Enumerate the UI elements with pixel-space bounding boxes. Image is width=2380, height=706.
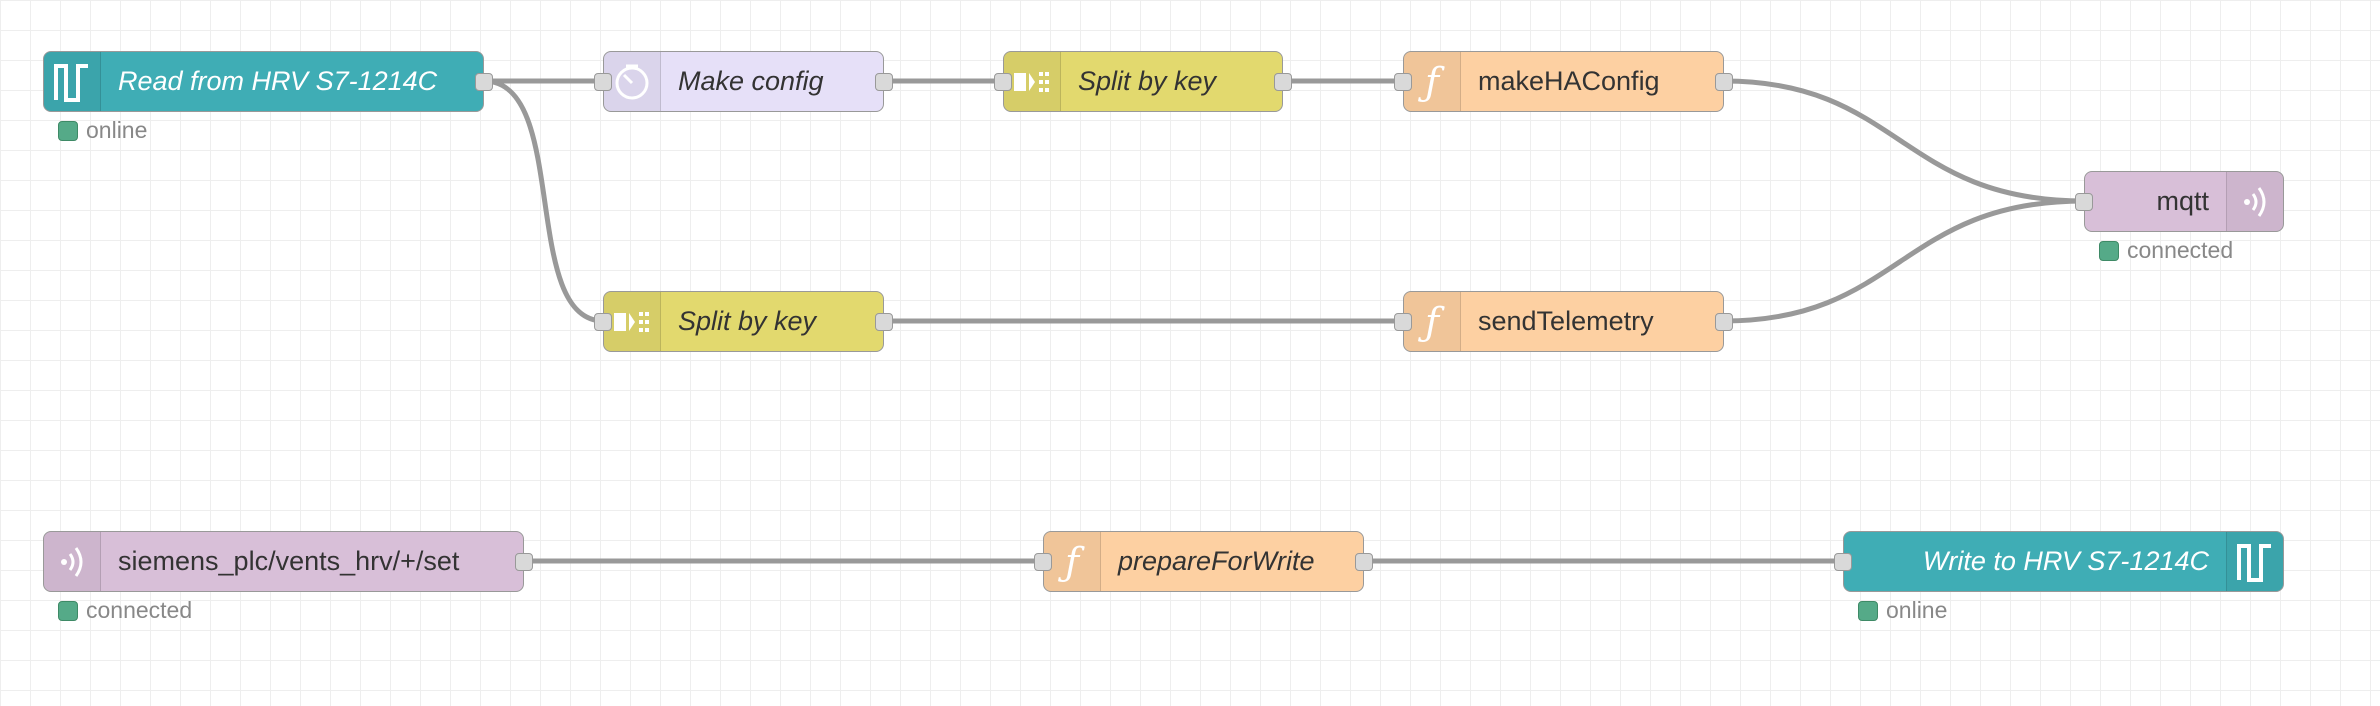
node-label: Split by key [1078, 66, 1217, 96]
input-port[interactable] [1034, 553, 1052, 571]
input-port[interactable] [2075, 193, 2093, 211]
node-label: prepareForWrite [1118, 546, 1315, 576]
status-dot [58, 120, 78, 141]
output-port[interactable] [515, 553, 533, 571]
mqtt-out-node[interactable]: mqtt [2075, 171, 2284, 232]
output-port[interactable] [875, 313, 893, 331]
status-text: connected [2127, 237, 2234, 263]
wire-read-to-split-bottom[interactable] [483, 78, 604, 324]
read-hrv-node[interactable]: Read from HRV S7-1214C [43, 51, 493, 112]
split-top-node[interactable]: Split by key [994, 51, 1292, 112]
status-text: online [1886, 597, 1948, 623]
status-dot [58, 600, 78, 621]
wire-makehaconfig-to-mqtt[interactable] [1723, 78, 2085, 204]
s7-plc-icon [44, 52, 101, 111]
svg-text:ƒ: ƒ [1058, 540, 1085, 584]
output-port[interactable] [475, 73, 493, 91]
sendtelemetry-node[interactable]: ƒ sendTelemetry [1394, 291, 1733, 352]
function-icon: ƒ [1404, 292, 1461, 351]
status-dot [1858, 600, 1878, 621]
node-label: Split by key [678, 306, 817, 336]
mqtt-in-node[interactable]: siemens_plc/vents_hrv/+/set [43, 531, 533, 592]
prepareforwrite-node[interactable]: ƒ prepareForWrite [1034, 531, 1373, 592]
function-icon: ƒ [1044, 532, 1101, 591]
output-port[interactable] [875, 73, 893, 91]
input-port[interactable] [1834, 553, 1852, 571]
mqtt-in-status: connected [58, 597, 192, 624]
output-port[interactable] [1274, 73, 1292, 91]
node-label: siemens_plc/vents_hrv/+/set [118, 546, 460, 576]
mqtt-wave-icon [2226, 172, 2283, 231]
status-dot [2099, 240, 2119, 261]
svg-text:ƒ: ƒ [1418, 60, 1445, 104]
wire-sendtelemetry-to-mqtt[interactable] [1723, 198, 2085, 324]
s7-plc-icon [2226, 532, 2283, 591]
input-port[interactable] [994, 73, 1012, 91]
node-label: mqtt [2156, 186, 2209, 216]
node-label: sendTelemetry [1478, 306, 1654, 336]
split-icon [1004, 52, 1061, 111]
function-icon: ƒ [1404, 52, 1461, 111]
output-port[interactable] [1715, 73, 1733, 91]
input-port[interactable] [594, 313, 612, 331]
output-port[interactable] [1355, 553, 1373, 571]
split-icon [604, 292, 661, 351]
node-label: Write to HRV S7-1214C [1922, 546, 2209, 576]
input-port[interactable] [1394, 73, 1412, 91]
make-config-node[interactable]: Make config [594, 51, 893, 112]
split-bottom-node[interactable]: Split by key [594, 291, 893, 352]
timer-icon [604, 52, 661, 111]
mqtt-out-status: connected [2099, 237, 2233, 264]
read-hrv-status: online [58, 117, 147, 144]
node-label: Make config [678, 66, 824, 96]
svg-text:ƒ: ƒ [1418, 300, 1445, 344]
mqtt-wave-icon [44, 532, 101, 591]
input-port[interactable] [594, 73, 612, 91]
status-text: connected [86, 597, 193, 623]
write-hrv-status: online [1858, 597, 1947, 624]
input-port[interactable] [1394, 313, 1412, 331]
node-label: Read from HRV S7-1214C [118, 66, 438, 96]
output-port[interactable] [1715, 313, 1733, 331]
node-label: makeHAConfig [1478, 66, 1660, 96]
makehaconfig-node[interactable]: ƒ makeHAConfig [1394, 51, 1733, 112]
status-text: online [86, 117, 148, 143]
write-hrv-node[interactable]: Write to HRV S7-1214C [1834, 531, 2284, 592]
